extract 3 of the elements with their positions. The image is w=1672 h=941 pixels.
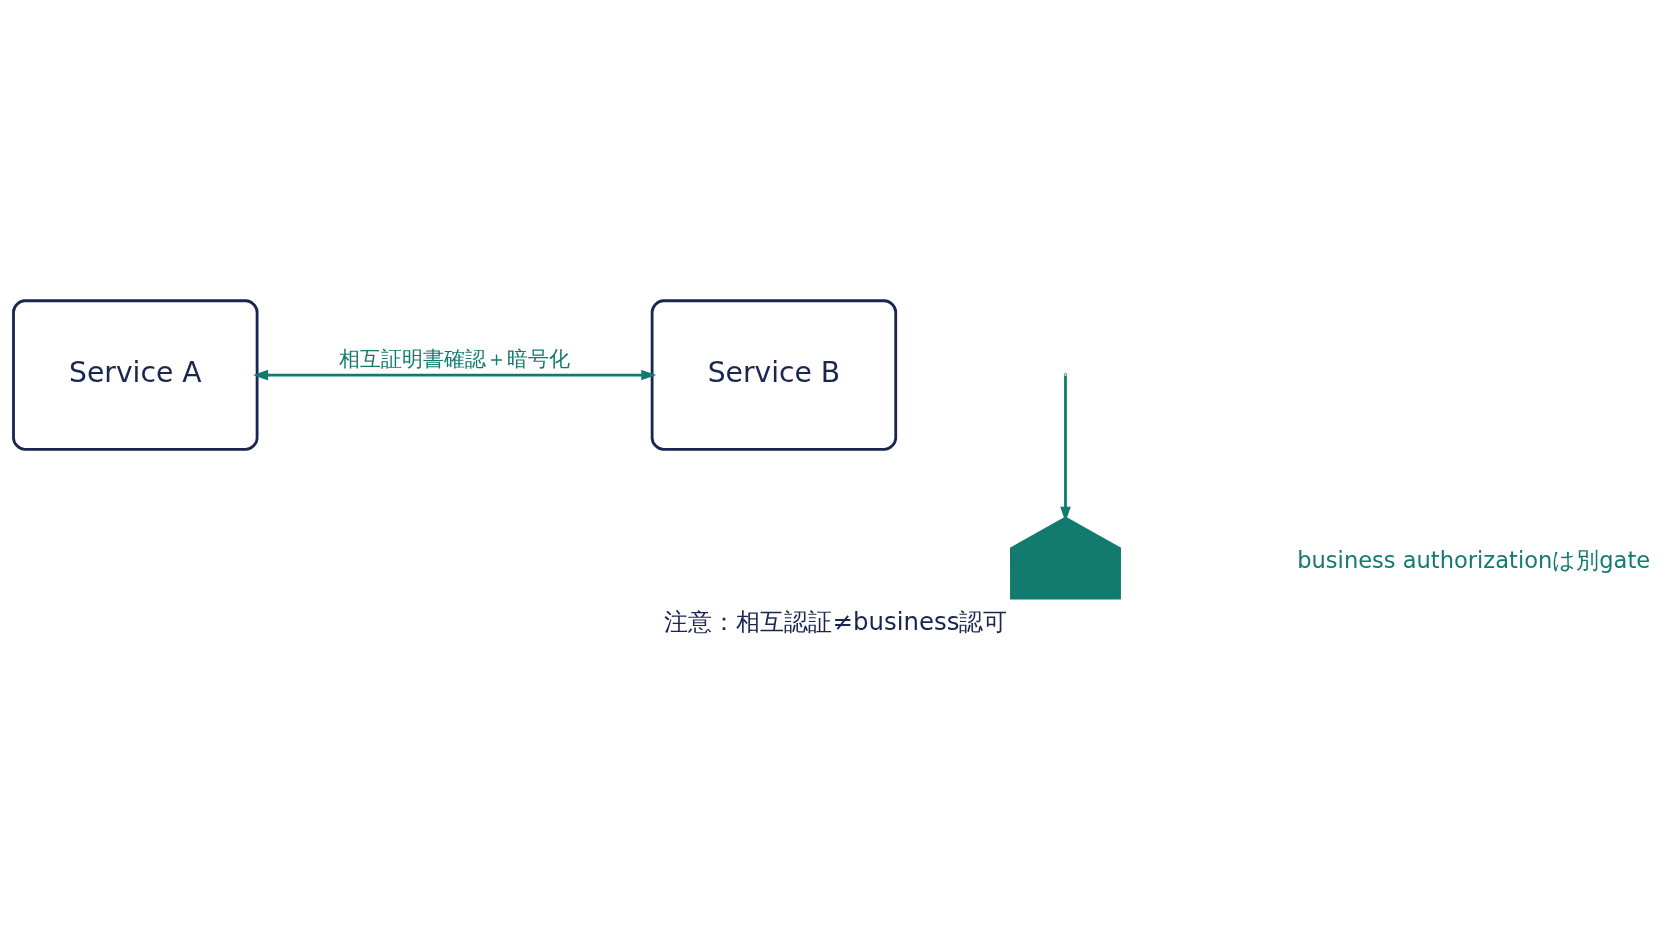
- label: business authorizationは別gate: [1297, 546, 1651, 573]
- edge-label: 相互証明書確認＋暗号化: [339, 346, 571, 371]
- caption: 注意：相互認証≠business認可: [664, 606, 1008, 636]
